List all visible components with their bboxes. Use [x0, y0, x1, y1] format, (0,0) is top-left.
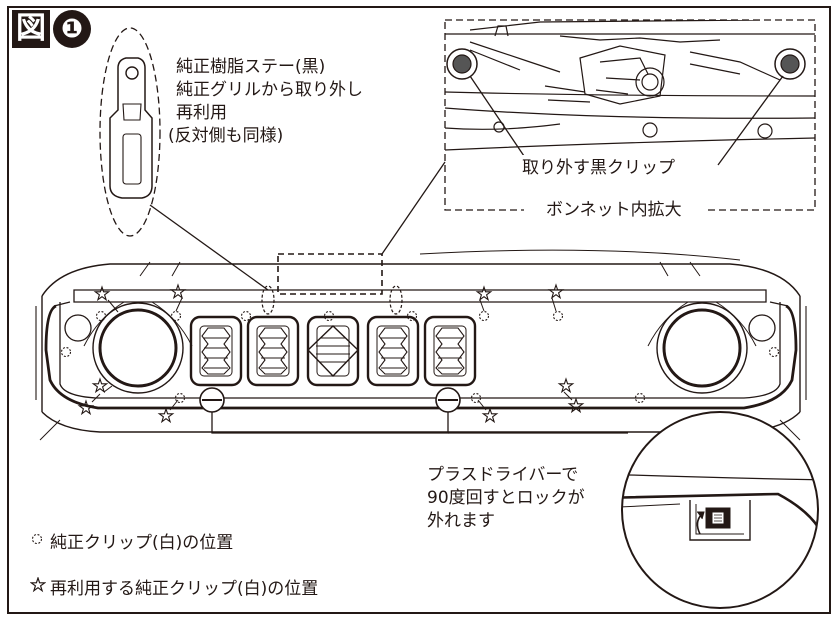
stay-label-1: 純正樹脂ステー(黒) [176, 57, 326, 77]
driver-note-3: 外れます [427, 511, 495, 531]
grille-outline [35, 249, 807, 441]
stay-position-marks [261, 285, 403, 315]
figure-number: ❶ [53, 10, 91, 48]
lock-clip-marks [199, 387, 628, 434]
lock-magnifier [621, 411, 819, 609]
driver-note-2: 90度回すとロックが [427, 488, 585, 508]
grille-slots [189, 315, 477, 387]
bonnet-zoom-box [381, 19, 816, 255]
figure-kanji: 図 [12, 10, 50, 48]
original-clip-marks [60, 310, 780, 404]
stay-label-3: 再利用 [176, 103, 227, 123]
bonnet-zoom-label: ボンネット内拡大 [546, 200, 682, 220]
resin-stay-callout [99, 27, 269, 291]
figure-frame [7, 6, 831, 614]
dotted-circle-icon [30, 533, 44, 549]
star-outline-icon [29, 575, 47, 597]
stay-label-4: (反対側も同様) [168, 126, 284, 146]
stay-label-2: 純正グリルから取り外し [176, 80, 363, 100]
legend-original-clip: 純正クリップ(白)の位置 [30, 528, 233, 553]
star-leaders [91, 297, 573, 411]
reuse-clip-marks [77, 283, 585, 424]
driver-note-1: プラスドライバーで [427, 465, 579, 485]
legend-reuse-clip-label: 再利用する純正クリップ(白)の位置 [50, 579, 319, 599]
black-clip-label: 取り外す黒クリップ [522, 158, 675, 178]
legend-original-clip-label: 純正クリップ(白)の位置 [50, 533, 234, 553]
legend-reuse-clip: 再利用する純正クリップ(白)の位置 [29, 574, 319, 599]
figure-title: 図 ❶ [12, 8, 91, 50]
